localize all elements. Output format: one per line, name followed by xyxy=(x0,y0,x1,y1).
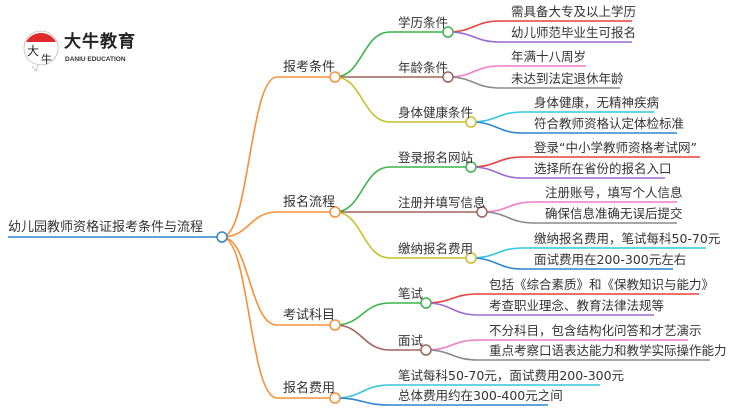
leaf: 确保信息准确无误后提交 xyxy=(545,206,683,221)
node-login-site: 登录报名网站 xyxy=(398,150,474,165)
edge-line xyxy=(447,31,632,43)
leaf: 面试费用在200-300元左右 xyxy=(534,252,687,267)
leaf: 笔试每科50-70元，面试费用200-300元 xyxy=(398,368,625,383)
edge-line xyxy=(334,302,426,326)
logo-emblem-icon: 大 牛 xyxy=(23,30,59,72)
edge-line xyxy=(470,166,665,179)
branch-registration-process: 报名流程 xyxy=(283,195,336,210)
edge-line xyxy=(334,324,426,351)
node-collapse-toggle[interactable] xyxy=(329,319,341,331)
node-collapse-toggle[interactable] xyxy=(329,206,341,218)
edge-line xyxy=(447,76,620,89)
node-collapse-toggle[interactable] xyxy=(442,71,454,83)
edge-line xyxy=(470,121,677,134)
leaf: 注册账号，填写个人信息 xyxy=(545,185,683,200)
node-interview: 面试 xyxy=(398,333,424,348)
edge-line xyxy=(334,31,448,78)
edge-line xyxy=(425,349,710,361)
daniu-logo: 大 牛 大牛教育 DANIU EDUCATION xyxy=(22,28,142,72)
logo-title: 大牛教育 xyxy=(64,32,136,52)
node-collapse-toggle[interactable] xyxy=(420,297,432,309)
edge-line xyxy=(221,211,335,238)
node-collapse-toggle[interactable] xyxy=(329,71,341,83)
node-health: 身体健康条件 xyxy=(398,105,474,120)
node-collapse-toggle[interactable] xyxy=(442,26,454,38)
leaf: 选择所在省份的报名入口 xyxy=(534,161,672,176)
branch-exam-subjects: 考试科目 xyxy=(283,308,336,323)
leaf: 包括《综合素质》和《保教知识与能力》 xyxy=(489,277,715,292)
root-node: 幼儿园教师资格证报考条件与流程 xyxy=(8,220,204,235)
branch-exam-conditions: 报考条件 xyxy=(283,60,336,75)
node-collapse-toggle[interactable] xyxy=(216,231,228,243)
node-pay-fees: 缴纳报名费用 xyxy=(398,241,474,256)
leaf: 未达到法定退休年龄 xyxy=(511,71,624,86)
edge-line xyxy=(470,257,673,270)
node-age: 年龄条件 xyxy=(398,60,449,75)
node-written-exam: 笔试 xyxy=(398,286,424,301)
node-collapse-toggle[interactable] xyxy=(465,116,477,128)
leaf: 年满十八周岁 xyxy=(511,49,587,64)
edge-line xyxy=(221,76,335,238)
leaf: 幼儿师范毕业生可报名 xyxy=(511,25,637,40)
leaf: 登录“中小学教师资格考试网” xyxy=(534,140,697,155)
leaf: 缴纳报名费用，笔试每科50-70元 xyxy=(534,231,721,246)
svg-text:大: 大 xyxy=(27,44,39,58)
node-collapse-toggle[interactable] xyxy=(476,206,488,218)
edge-line xyxy=(334,211,471,259)
leaf: 身体健康，无精神疾病 xyxy=(534,95,660,110)
edge-line xyxy=(334,397,548,406)
edge-line xyxy=(334,166,471,213)
leaf: 不分科目，包含结构化问答和才艺演示 xyxy=(489,323,702,338)
leaf: 重点考察口语表达能力和教学实际操作能力 xyxy=(489,343,727,358)
edge-line xyxy=(425,302,654,316)
node-collapse-toggle[interactable] xyxy=(465,252,477,264)
edge-line xyxy=(221,236,335,326)
leaf: 需具备大专及以上学历 xyxy=(511,4,637,19)
leaf: 符合教师资格认定体检标准 xyxy=(534,116,685,131)
svg-text:牛: 牛 xyxy=(41,52,52,66)
logo-subtitle: DANIU EDUCATION xyxy=(65,56,126,63)
node-collapse-toggle[interactable] xyxy=(420,344,432,356)
branch-registration-fees: 报名费用 xyxy=(283,381,336,396)
edge-line xyxy=(221,236,335,399)
edge-line xyxy=(481,211,677,224)
node-education: 学历条件 xyxy=(398,15,449,30)
node-register-info: 注册并填写信息 xyxy=(398,195,486,210)
leaf: 考查职业理念、教育法律法规等 xyxy=(489,298,665,313)
leaf: 总体费用约在300-400元之间 xyxy=(398,388,563,403)
node-collapse-toggle[interactable] xyxy=(465,161,477,173)
node-collapse-toggle[interactable] xyxy=(329,392,341,404)
edge-line xyxy=(334,76,471,123)
